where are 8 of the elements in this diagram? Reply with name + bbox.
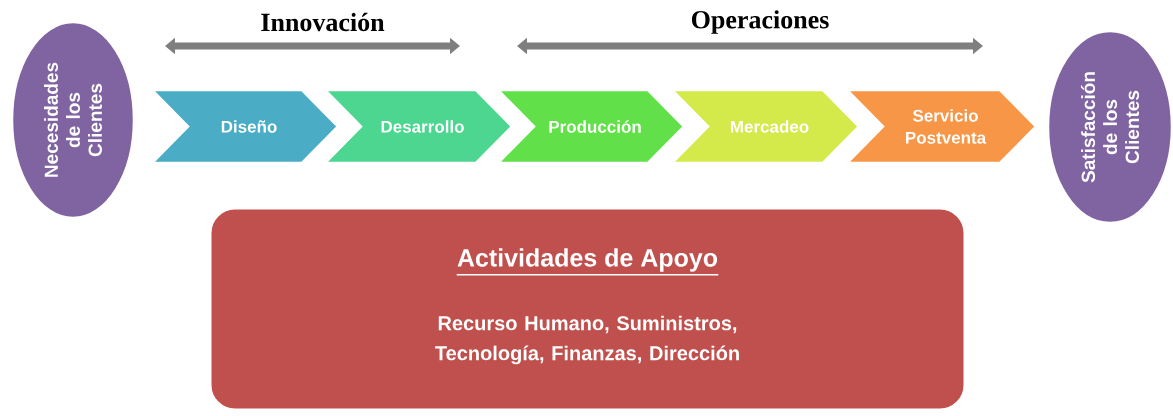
support-box: Actividades de Apoyo Recurso Humano, Suministros, Tecnología, Finanzas, Dirección: [208, 206, 967, 412]
oval: Necesidades de los Clientes: [10, 20, 136, 220]
stage-heading: Innovación: [261, 12, 385, 32]
chevron-step: Diseño: [149, 88, 340, 165]
chevron-step: Desarrollo: [322, 88, 514, 165]
oval: Satisfacción de los Clientes: [1046, 29, 1173, 225]
chevron-step: Producción: [495, 88, 686, 165]
stage-heading: Operaciones: [691, 10, 829, 34]
